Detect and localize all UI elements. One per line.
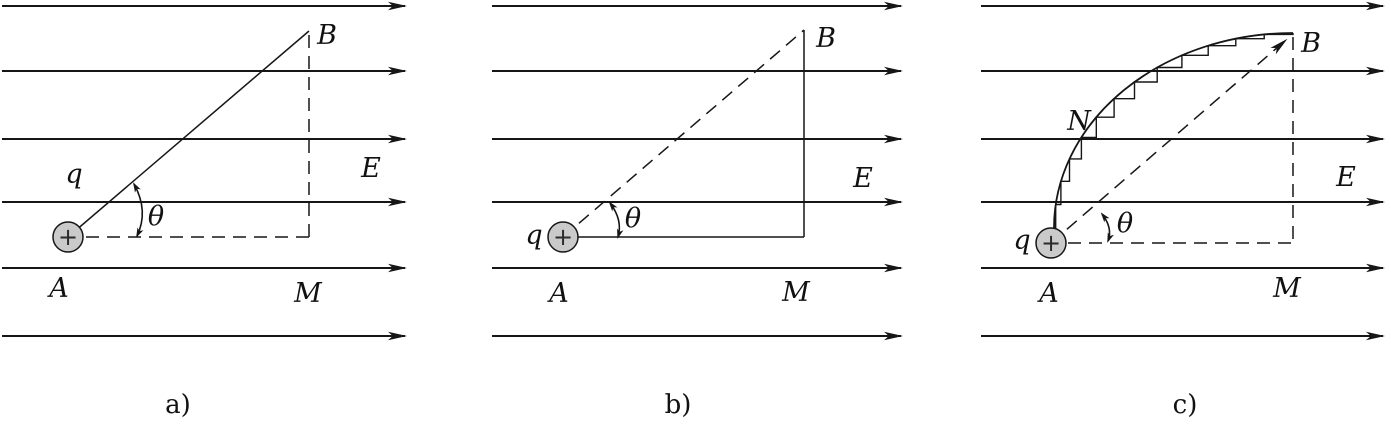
label-a: A	[46, 273, 69, 304]
field-lines-c	[981, 1, 1385, 341]
label-q: q	[1013, 225, 1030, 256]
label-e: E	[360, 153, 381, 184]
label-q: q	[525, 220, 542, 251]
label-b: B	[815, 23, 836, 54]
charge-sign: +	[58, 223, 78, 251]
label-theta: θ	[625, 203, 641, 234]
panel-caption: c)	[1173, 390, 1198, 420]
positive-charge-icon: +	[52, 221, 84, 253]
panel-c: + q θ E A B N M c)	[981, 1, 1385, 420]
charge-sign: +	[553, 223, 573, 251]
angle-arc-icon	[133, 182, 144, 238]
label-theta: θ	[148, 201, 164, 232]
label-m: M	[1272, 273, 1302, 304]
charge-sign: +	[1041, 229, 1061, 257]
panel-b: + q θ E A B M b)	[492, 1, 903, 420]
label-e: E	[852, 163, 873, 194]
label-a: A	[1036, 278, 1059, 309]
charge-circle	[1035, 227, 1067, 259]
label-b: B	[316, 20, 337, 51]
label-n: N	[1066, 106, 1092, 137]
panel-caption: b)	[665, 390, 692, 420]
panel-a: + q θ E A B M a)	[2, 1, 407, 420]
label-a: A	[546, 278, 569, 309]
panel-caption: a)	[165, 390, 191, 420]
label-m: M	[293, 278, 323, 309]
field-lines-b	[492, 1, 903, 341]
label-theta: θ	[1117, 208, 1133, 239]
path-ab-dashed	[562, 29, 805, 238]
label-m: M	[781, 277, 811, 308]
path-ab-solid	[67, 30, 310, 238]
angle-arc-icon	[608, 201, 624, 239]
positive-charge-icon: +	[547, 221, 579, 253]
charge-circle	[52, 221, 84, 253]
path-ab-dashed-arrow	[1050, 38, 1288, 244]
label-b: B	[1300, 28, 1321, 59]
field-lines-a	[2, 1, 407, 341]
charge-circle	[547, 221, 579, 253]
label-q: q	[65, 159, 82, 190]
positive-charge-icon: +	[1035, 227, 1067, 259]
label-e: E	[1335, 162, 1356, 193]
angle-arc-icon	[1100, 212, 1114, 243]
staircase-path	[1054, 33, 1294, 229]
